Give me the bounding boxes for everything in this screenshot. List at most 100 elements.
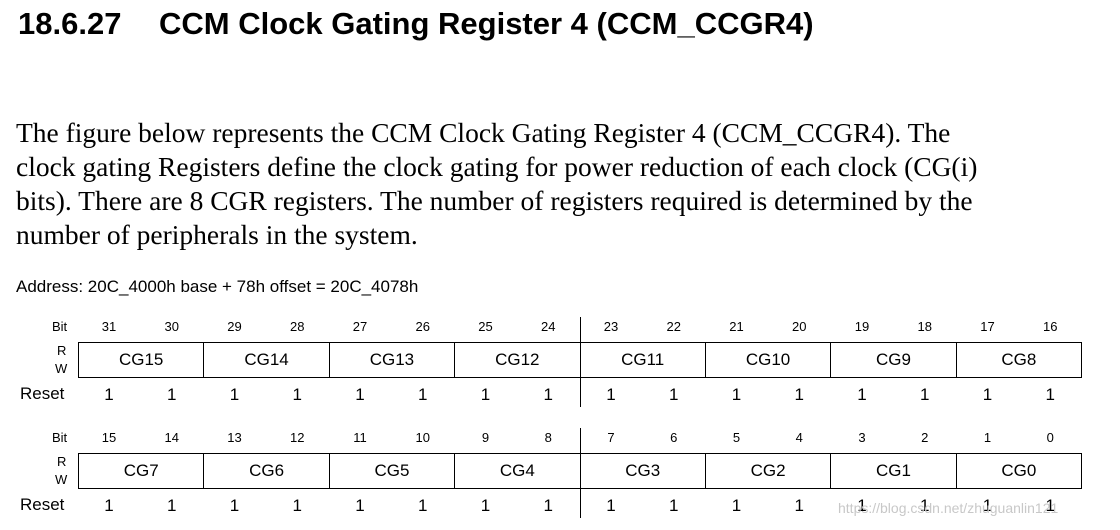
- bit-number: 25: [478, 319, 493, 334]
- bit-number: 6: [670, 430, 678, 445]
- reset-value: 1: [1045, 385, 1055, 404]
- bit-number: 28: [290, 319, 305, 334]
- bit-number: 3: [858, 430, 866, 445]
- write-label: W: [55, 361, 68, 376]
- reset-value: 1: [418, 385, 428, 404]
- reset-value: 1: [920, 496, 930, 515]
- bit-number: 21: [729, 319, 744, 334]
- paragraph-line: bits). There are 8 CGR registers. The nu…: [16, 185, 973, 216]
- bit-label: Bit: [52, 319, 68, 334]
- reset-value: 1: [606, 385, 616, 404]
- reset-value: 1: [731, 385, 742, 404]
- field-cell: CG0: [1001, 461, 1037, 480]
- bit-number: 1: [983, 430, 992, 445]
- bit-number: 23: [603, 319, 619, 334]
- bit-number: 26: [415, 319, 430, 334]
- field-cell: CG11: [581, 343, 706, 377]
- reset-value: 1: [920, 385, 930, 404]
- bit-number: 16: [1043, 319, 1058, 334]
- reset-value: 1: [167, 385, 177, 404]
- reset-value: 1: [1045, 496, 1055, 515]
- reset-value: 1: [229, 496, 240, 515]
- watermark: https://blog.csdn.net/zhuguanlin121: [838, 500, 1059, 516]
- reset-value: 1: [355, 385, 365, 404]
- reset-value: 1: [292, 496, 302, 515]
- bit-number: 27: [352, 319, 368, 334]
- field-cell: CG4: [455, 454, 581, 488]
- reset-value: 1: [794, 385, 804, 404]
- bit-number: 7: [607, 430, 615, 445]
- reset-value: 1: [167, 496, 177, 515]
- reset-value: 1: [857, 496, 867, 515]
- bit-number: 0: [1046, 430, 1054, 445]
- reset-value: 1: [606, 496, 616, 515]
- bit-number: 19: [854, 319, 870, 334]
- bit-number: 31: [101, 319, 117, 334]
- byte-divider: [580, 428, 581, 518]
- reset-value: 1: [857, 385, 867, 404]
- bit-label: Bit: [52, 430, 68, 445]
- field-cell: CG1: [831, 454, 957, 488]
- reset-label: Reset: [20, 495, 65, 514]
- section-number: 18.6.27: [18, 6, 122, 41]
- bit-number: 11: [353, 430, 367, 445]
- reset-value: 1: [292, 385, 302, 404]
- bit-number: 17: [980, 319, 995, 334]
- bit-number: 22: [666, 319, 681, 334]
- reset-value: 1: [543, 496, 553, 515]
- reset-value: 1: [982, 385, 993, 404]
- field-cell: CG10: [706, 343, 832, 377]
- byte-divider: [580, 317, 581, 407]
- reset-value: 1: [543, 385, 553, 404]
- field-cell: CG12: [455, 343, 581, 377]
- reset-value: 1: [355, 496, 365, 515]
- reset-value: 1: [982, 496, 993, 515]
- bit-number: 12: [290, 430, 305, 445]
- bit-number: 4: [795, 430, 803, 445]
- read-label: R: [57, 343, 67, 358]
- field-cell: CG9: [831, 343, 957, 377]
- bit-number: 15: [101, 430, 117, 445]
- reset-value: 1: [229, 385, 240, 404]
- field-cell: CG6: [204, 454, 330, 488]
- bit-number: 18: [917, 319, 932, 334]
- paragraph-line: The figure below represents the CCM Cloc…: [16, 117, 951, 148]
- reset-value: 1: [480, 385, 491, 404]
- bit-number: 2: [921, 430, 929, 445]
- bit-number: 14: [164, 430, 179, 445]
- bit-number: 24: [541, 319, 556, 334]
- section-title: CCM Clock Gating Register 4 (CCM_CCGR4): [159, 6, 814, 41]
- reset-value: 1: [104, 385, 114, 404]
- reset-label: Reset: [20, 384, 65, 403]
- section-heading: 18.6.27 CCM Clock Gating Register 4 (CCM_…: [18, 6, 814, 42]
- reset-value: 1: [731, 496, 742, 515]
- paragraph-line: clock gating Registers define the clock …: [16, 151, 978, 182]
- field-cell: CG2: [706, 454, 832, 488]
- bit-number: 8: [544, 430, 552, 445]
- bit-number: 20: [792, 319, 807, 334]
- reset-value: 1: [480, 496, 491, 515]
- bit-number: 10: [415, 430, 430, 445]
- bit-number: 5: [732, 430, 741, 445]
- bit-number: 29: [227, 319, 242, 334]
- reset-value: 1: [669, 496, 679, 515]
- field-cell: CG5: [330, 454, 456, 488]
- bit-number: 13: [227, 430, 242, 445]
- field-cell: CG14: [204, 343, 330, 377]
- bit-number: 9: [481, 430, 490, 445]
- write-label: W: [55, 472, 68, 487]
- reset-value: 1: [669, 385, 679, 404]
- field-cell: CG8: [1001, 350, 1037, 369]
- field-cell: CG15: [79, 343, 205, 377]
- reset-value: 1: [794, 496, 804, 515]
- field-cell: CG7: [79, 454, 205, 488]
- register-diagram-upper: Bit R W Reset 31 30 29 28 27 26 25 24 23 22 21 20 19…: [0, 316, 1120, 416]
- field-cell: CG13: [330, 343, 456, 377]
- bit-number: 30: [164, 319, 179, 334]
- description-paragraph: The figure below represents the CCM Cloc…: [16, 116, 1106, 252]
- reset-value: 1: [418, 496, 428, 515]
- reset-value: 1: [104, 496, 114, 515]
